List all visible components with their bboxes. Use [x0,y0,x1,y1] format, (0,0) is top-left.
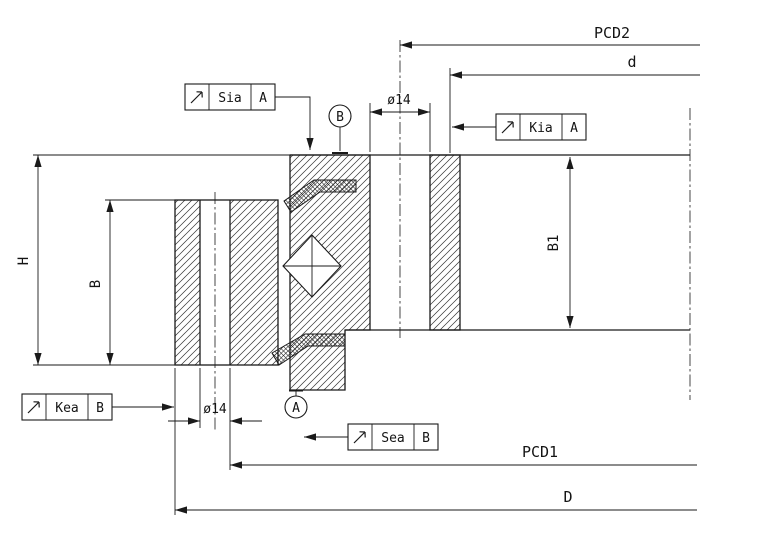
outer-ring-section [429,154,461,331]
tolerance-frame-kia: Kia A [452,113,587,141]
kea-frame-label: Kea [55,401,78,416]
sea-frame-label: Sea [381,431,404,446]
dimension-pcd1: PCD1 [230,443,697,469]
kia-frame-label: Kia [529,121,552,136]
dimension-big-d: D [174,368,697,515]
dimension-b1: B1 [546,157,574,328]
kia-frame-datum: A [570,121,578,136]
datum-b-label: B [336,110,344,125]
kea-frame-datum: B [96,401,104,416]
dimension-pcd2: PCD2 [400,24,700,49]
sia-frame-datum: A [259,91,267,106]
h-label: H [16,257,32,265]
inner-ring-section-left [175,200,200,365]
outlines [174,154,690,366]
dimension-h: H [16,154,290,366]
inner-ring-outline [174,199,279,366]
big-d-label: D [563,488,572,506]
upper-seal [283,179,357,213]
datum-b: B [328,104,352,154]
dimension-dia14-bottom: ø14 [168,368,262,470]
b-label: B [88,280,104,288]
inner-ring-section-right [230,200,278,365]
d-label: d [627,53,636,71]
tolerance-frame-sia: Sia A [184,83,314,150]
pcd1-label: PCD1 [522,443,558,461]
datum-a: A [284,389,308,419]
centerlines [214,40,691,432]
dia14-bottom-label: ø14 [203,402,227,417]
datum-a-label: A [292,401,300,416]
dimension-b: B [88,199,175,365]
sea-frame-datum: B [422,431,430,446]
sia-frame-label: Sia [218,91,241,106]
dimension-dia14-top: ø14 [369,93,431,152]
dia14-top-label: ø14 [387,93,411,108]
tolerance-frame-kea: Kea B [21,393,174,421]
b1-label: B1 [546,235,562,252]
dimension-d: d [449,53,700,153]
pcd2-label: PCD2 [594,24,630,42]
bearing-sections [175,154,461,391]
tolerance-frame-sea: Sea B [304,423,439,451]
lower-seal [271,333,346,366]
ball [282,234,342,298]
